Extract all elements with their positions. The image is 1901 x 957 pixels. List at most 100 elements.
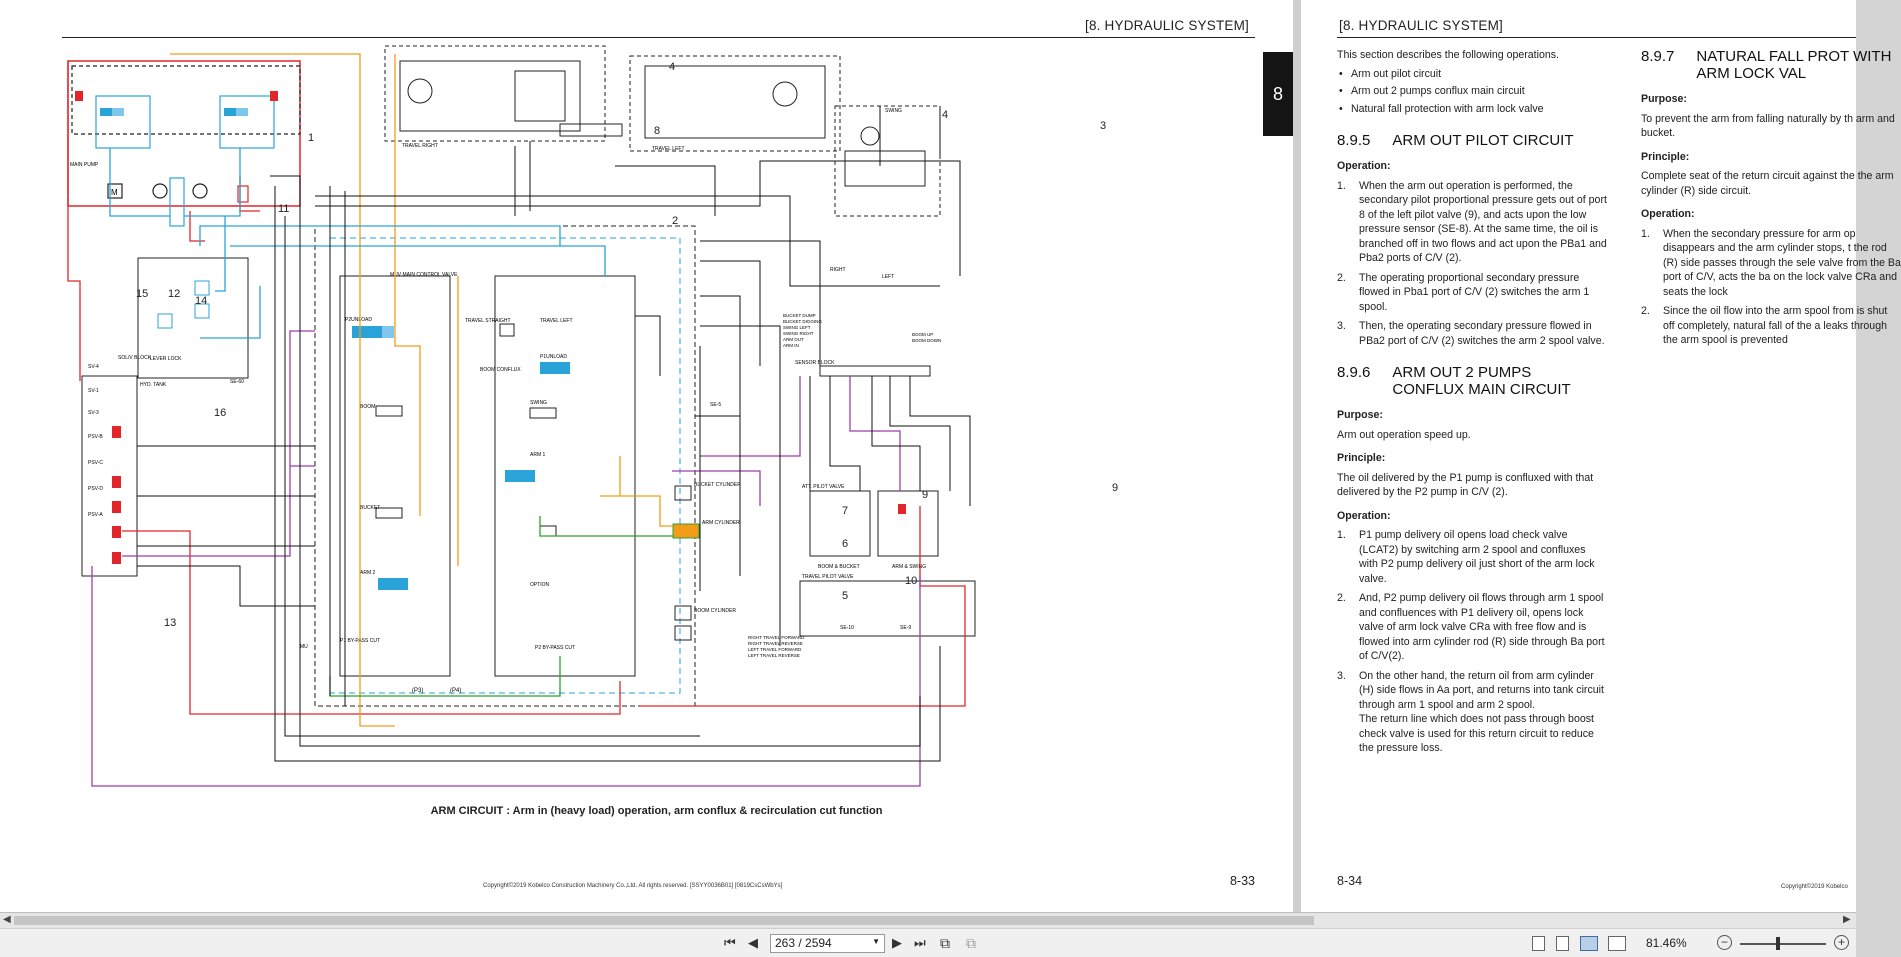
intro-bullet: Natural fall protection with arm lock va… [1337,102,1607,117]
label-arm-cylinder: ARM CYLINDER [702,520,740,526]
callout-4a: 4 [669,61,675,73]
return-lines-blue [109,148,606,339]
label-sv3: SV-3 [88,410,99,416]
principle-text: Complete seat of the return circuit agai… [1641,170,1894,197]
psv-solenoids-top [75,91,278,101]
label-boom-conflux: BOOM CONFLUX [480,367,521,373]
list-item: 3.On the other hand, the return oil from… [1337,669,1604,755]
principle-text: The oil delivered by the P1 pump is conf… [1337,471,1594,499]
cylinders [674,485,692,641]
label-cv-title: MUV MAIN CONTROL VALVE [390,272,458,278]
page-number-value: 263 / 2594 [775,936,832,950]
purpose-text: Arm out operation speed up. [1337,428,1471,441]
label-sol-v-block: SOL/V BLOCK [118,355,152,361]
label-p2unload: P2UNLOAD [345,317,372,323]
callout-9b: 9 [1112,482,1118,494]
sensor-labels: BUCKET DUMP BUCKET DIGGING SWING LEFT SW… [783,313,941,348]
pilot-lines-purple [91,330,921,787]
scroll-right-icon[interactable]: ▶ [1843,914,1851,925]
label-swing-left: SWING LEFT [783,325,811,330]
label-psv-a: PSV-A [88,512,103,518]
section-heading-896: 8.9.6 ARM OUT 2 PUMPS CONFLUX MAIN CIRCU… [1337,364,1607,398]
pilot-active-port [898,504,906,514]
label-boom-cylinder: BOOM CYLINDER [694,608,736,614]
label-right: RIGHT [830,267,846,273]
callout-7: 7 [842,505,848,517]
label-p3: (P3) [412,688,423,694]
label-p1unload: P1UNLOAD [540,354,567,360]
window-view-icon[interactable]: ⧉ [966,935,976,951]
chapter-tab: 8 [1263,52,1293,136]
operation-list: 1.P1 pump delivery oil opens load check … [1337,528,1607,756]
label-travel-left: TRAVEL LEFT [652,146,685,152]
zoom-in-icon[interactable]: + [1834,935,1849,950]
operation-label: Operation: [1337,509,1391,522]
single-page-view-icon[interactable] [1532,936,1545,951]
hydraulic-tank [137,257,249,379]
next-page-icon[interactable]: ▶ [892,935,902,950]
label-m: M [111,188,118,197]
two-page-continuous-view-icon[interactable] [1608,936,1626,951]
page-number-input[interactable]: 263 / 2594 ▼ [770,934,885,953]
label-arm2: ARM 2 [360,570,376,576]
label-left-travel-reverse: LEFT TRAVEL REVERSE [748,653,800,658]
label-boom-down: BOOM DOWN [912,338,941,343]
label-boom-up: BOOM UP [912,332,933,337]
zoom-level[interactable]: 81.46% [1646,936,1687,950]
continuous-view-icon[interactable] [1556,936,1569,951]
label-arm-in: ARM IN [783,343,799,348]
document-viewer[interactable]: [8. HYDRAULIC SYSTEM] MAIN PUMP M [0,0,1901,912]
label-psv-c: PSV-C [88,460,103,466]
callout-1: 1 [308,132,314,144]
label-right-travel-forward: RIGHT TRAVEL FORWARD [748,635,805,640]
figure-caption: ARM CIRCUIT : Arm in (heavy load) operat… [430,805,883,817]
arm-cylinder [672,523,700,539]
section-title: ARM OUT 2 PUMPS CONFLUX MAIN CIRCUIT [1392,364,1571,398]
pump-regulators [100,108,248,116]
first-page-icon[interactable]: ⏮ [724,935,736,950]
label-swing-spool: SWING [530,400,547,406]
travel-left-motor [559,55,841,152]
label-boom: BOOM [360,404,375,410]
callout-6: 6 [842,538,848,550]
callout-4b: 4 [942,109,948,121]
copy-view-icon[interactable]: ⧉ [940,935,950,951]
two-page-view-icon[interactable] [1580,936,1598,951]
label-right-travel-reverse: RIGHT TRAVEL REVERSE [748,641,803,646]
label-bucket-digging: BUCKET DIGGING [783,319,822,324]
label-travel-left-spool: TRAVEL LEFT [540,318,573,324]
intro-bullet: Arm out 2 pumps conflux main circuit [1337,84,1607,99]
att-pilot-valves [799,490,976,637]
travel-sensor-labels: RIGHT TRAVEL FORWARD RIGHT TRAVEL REVERS… [748,635,805,658]
page-number: 8-34 [1337,874,1363,888]
horizontal-scrollbar[interactable]: ◀ ▶ [0,912,1856,928]
label-boom-bucket: BOOM & BUCKET [818,564,860,570]
last-page-icon[interactable]: ⏭ [914,935,926,950]
section-heading-895: 8.9.5 ARM OUT PILOT CIRCUIT [1337,132,1607,149]
scrollbar-thumb[interactable] [14,916,1314,925]
zoom-out-icon[interactable]: − [1717,935,1732,950]
chevron-down-icon[interactable]: ▼ [872,937,880,946]
list-item: 3.Then, the operating secondary pressure… [1337,320,1605,347]
copyright-text: Copyright©2019 Kobelco [1781,884,1848,890]
list-item: 1.P1 pump delivery oil opens load check … [1337,529,1595,585]
label-left: LEFT [882,274,894,280]
text-column-1: This section describes the following ope… [1337,48,1607,761]
scroll-left-icon[interactable]: ◀ [3,914,11,925]
zoom-slider[interactable] [1740,943,1826,945]
sol-valves [112,426,121,564]
sol-v-block [81,375,138,577]
delivery-lines-orange [170,53,673,727]
callout-11: 11 [278,203,289,215]
label-sv4: SV-4 [88,364,99,370]
label-option: OPTION [530,582,550,588]
prev-page-icon[interactable]: ◀ [748,935,758,950]
sensor-block [819,365,931,377]
list-item-continuation: The return line which does not pass thro… [1359,713,1594,754]
label-travel-straight: TRAVEL STRAIGHT [465,318,511,324]
main-control-valve [314,225,696,707]
purpose-label: Purpose: [1641,93,1687,105]
label-arm-swing: ARM & SWING [892,564,926,570]
zoom-slider-handle[interactable] [1776,937,1780,950]
label-p2-bypass: P2 BY-PASS CUT [535,645,575,651]
